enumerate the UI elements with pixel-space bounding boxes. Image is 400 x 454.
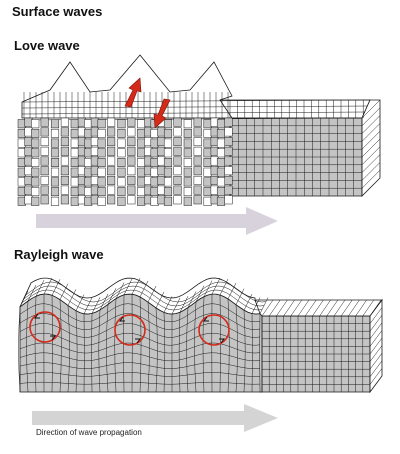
rayleigh-block-top-face [254, 299, 383, 317]
love-motion-arrows [124, 77, 171, 129]
love-disturbed-top [21, 54, 233, 119]
rayleigh-propagation-arrow [32, 404, 278, 432]
love-wave-block [17, 54, 381, 206]
particle-motion-circle [29, 311, 61, 343]
love-propagation-arrow [36, 207, 278, 235]
rayleigh-deformed-grid [18, 277, 383, 393]
rayleigh-wave-title: Rayleigh wave [14, 247, 104, 262]
propagation-caption: Direction of wave propagation [36, 428, 142, 437]
love-wave-title: Love wave [14, 38, 80, 53]
red-motion-arrow-up [124, 77, 142, 108]
particle-motion-circle [114, 314, 146, 346]
rayleigh-top-surface [19, 277, 261, 315]
rayleigh-wave-block [18, 277, 383, 394]
love-end-grid [361, 99, 381, 189]
love-displaced-blocks [17, 117, 233, 206]
love-top-grid [21, 92, 371, 121]
particle-motion-circle [198, 314, 230, 346]
figure-title: Surface waves [12, 4, 103, 19]
love-block-top-face [219, 99, 371, 119]
red-motion-arrow-down [153, 98, 171, 129]
rayleigh-particle-motion [29, 311, 230, 346]
